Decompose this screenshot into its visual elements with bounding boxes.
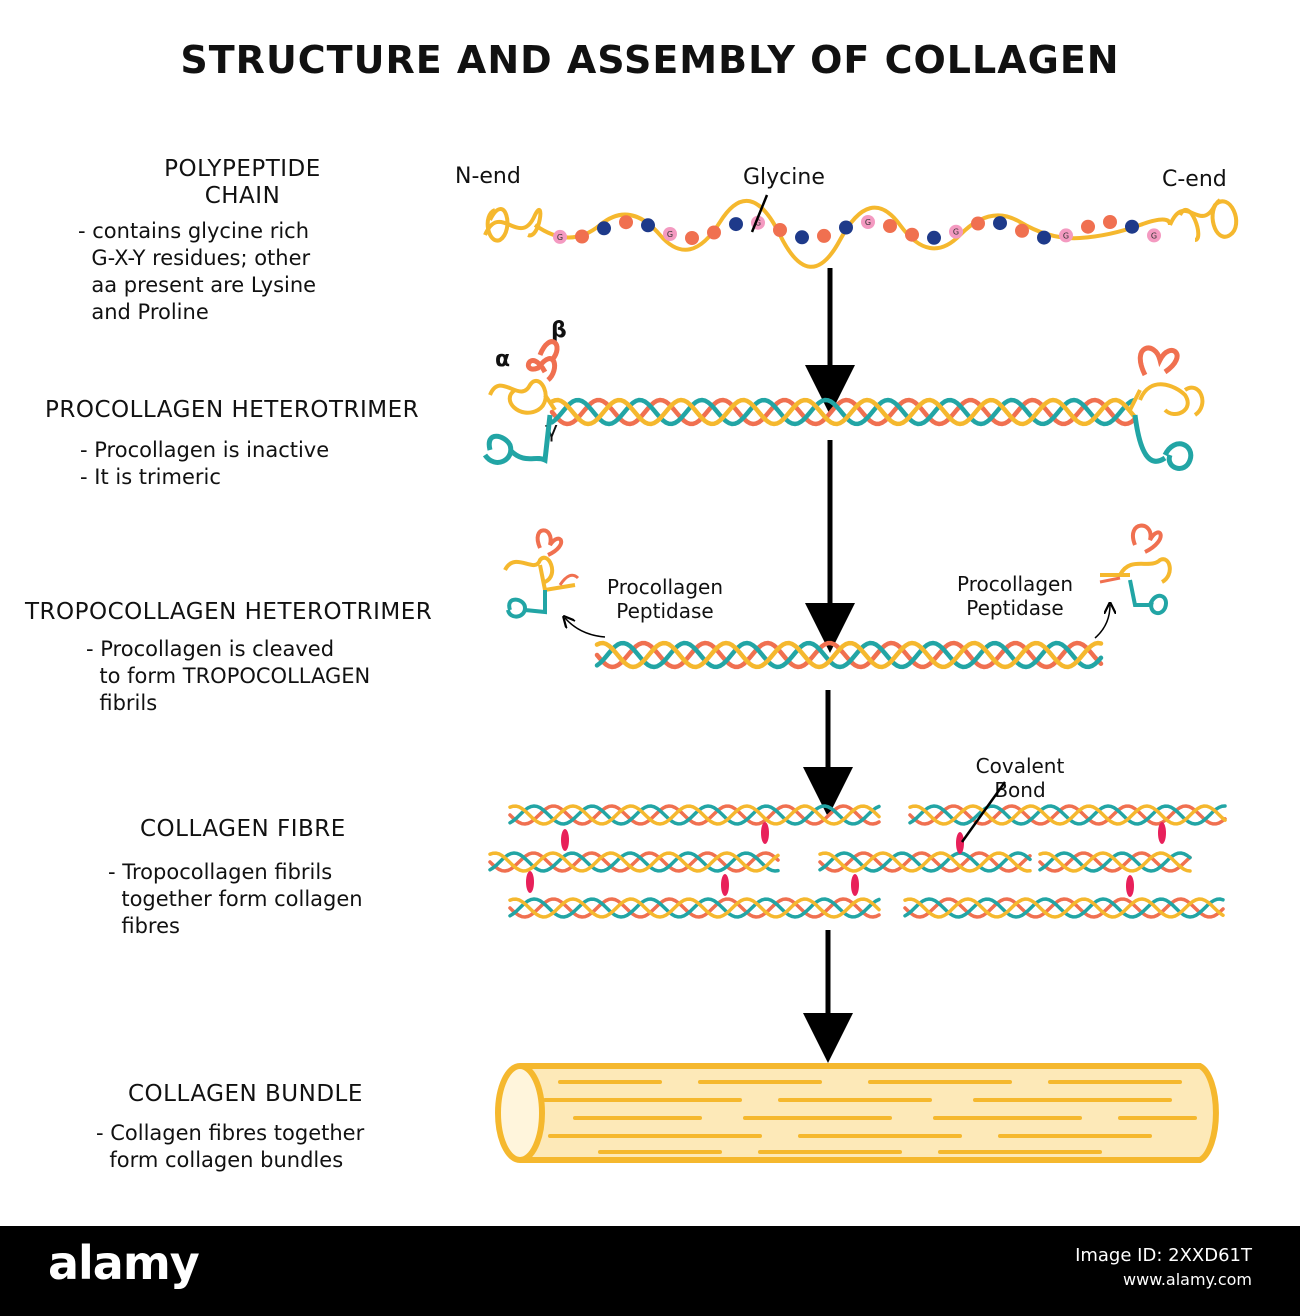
residue-bead — [817, 228, 831, 243]
residue-bead — [553, 229, 567, 244]
alpha-label: α — [495, 347, 511, 372]
collagen-diagram: G G G G G G G — [482, 194, 1239, 1163]
residue-bead — [1125, 219, 1139, 234]
residue-bead — [993, 216, 1007, 231]
covalent-bond — [1158, 822, 1166, 844]
tropocollagen-heterotrimer — [503, 523, 1172, 670]
residue-letter: G — [865, 218, 871, 227]
c-end-label: C-end — [1162, 167, 1227, 192]
residue-bead — [905, 227, 919, 242]
footer-info: Image ID: 2XXD61T www.alamy.com — [1075, 1244, 1252, 1292]
residue-bead — [597, 221, 611, 236]
stage-desc-procollagen: - Procollagen is inactive - It is trimer… — [80, 438, 330, 489]
covalent-bond — [1126, 875, 1134, 897]
residue-bead — [641, 218, 655, 233]
residue-bead — [883, 219, 897, 233]
helix-strand — [508, 897, 881, 919]
residue-letter: G — [1151, 231, 1157, 240]
helix-strand — [488, 851, 780, 873]
stage-heading-polypeptide: POLYPEPTIDE CHAIN — [164, 156, 321, 209]
helix-strand — [908, 804, 1227, 826]
residue-bead — [861, 215, 875, 229]
stage-desc-tropocollagen: - Procollagen is cleaved to form TROPOCO… — [86, 637, 371, 715]
stage-heading-tropocollagen: TROPOCOLLAGEN HETEROTRIMER — [25, 599, 433, 625]
helix-strand — [549, 397, 1137, 427]
stage-desc-fibre: - Tropocollagen fibrils together form co… — [108, 860, 363, 938]
stage-desc-polypeptide: - contains glycine rich G-X-Y residues; … — [78, 219, 317, 324]
brand-logo: alamy — [48, 1236, 200, 1290]
stage-heading-procollagen: PROCOLLAGEN HETEROTRIMER — [45, 397, 420, 423]
helix-strand — [818, 851, 1032, 873]
helix-strand — [1038, 851, 1192, 873]
residue-bead — [795, 230, 809, 245]
peptidase-left-label: Procollagen Peptidase — [606, 575, 723, 623]
covalent-bond-pointer — [960, 781, 1007, 843]
covalent-bond — [721, 874, 729, 896]
helix-strand — [508, 804, 881, 826]
covalent-bond-label: Covalent Bond — [975, 754, 1065, 802]
residue-letter: G — [953, 228, 959, 237]
stage-desc-bundle: - Collagen fibres together form collagen… — [96, 1121, 365, 1172]
residue-bead — [619, 215, 633, 230]
helix-strand — [488, 851, 780, 873]
covalent-bond — [561, 829, 569, 851]
helix-strand — [549, 397, 1137, 427]
residue-bead — [1103, 215, 1117, 229]
helix-strand — [903, 897, 1225, 919]
stage-heading-bundle: COLLAGEN BUNDLE — [128, 1081, 363, 1107]
footer-bar: alamy Image ID: 2XXD61T www.alamy.com — [0, 1226, 1300, 1316]
helix-strand — [508, 804, 881, 826]
residue-bead — [1059, 228, 1073, 243]
covalent-bond — [526, 871, 534, 893]
helix-strand — [818, 851, 1032, 873]
helix-strand — [488, 851, 780, 873]
glycine-pointer — [750, 194, 769, 233]
residue-bead — [1037, 230, 1051, 245]
residue-bead — [707, 225, 721, 240]
helix-strand — [508, 897, 881, 919]
stage-heading-fibre: COLLAGEN FIBRE — [140, 816, 346, 842]
polypeptide-chain: G G G G G G G — [483, 194, 1239, 269]
residue-letter: G — [557, 233, 563, 242]
covalent-bond — [761, 822, 769, 844]
helix-strand — [594, 640, 1104, 670]
image-id: Image ID: 2XXD61T — [1075, 1245, 1252, 1266]
collagen-fibre — [488, 781, 1227, 919]
peptidase-right-label: Procollagen Peptidase — [956, 572, 1073, 620]
residue-bead — [1147, 228, 1161, 243]
covalent-bond — [956, 832, 964, 854]
residue-bead — [971, 216, 985, 231]
site-url: www.alamy.com — [1123, 1270, 1252, 1289]
helix-strand — [1038, 851, 1192, 873]
residue-bead — [773, 223, 787, 237]
residue-bead — [685, 231, 699, 245]
residue-bead — [663, 227, 677, 241]
n-end-label: N-end — [455, 164, 521, 189]
diagram-title: STRUCTURE AND ASSEMBLY OF COLLAGEN — [180, 38, 1120, 82]
residue-bead — [729, 217, 743, 232]
helix-strand — [908, 804, 1227, 826]
collagen-bundle — [495, 1063, 1219, 1163]
residue-letter: G — [1063, 231, 1069, 240]
procollagen-heterotrimer — [482, 339, 1205, 471]
residue-bead — [1081, 219, 1095, 234]
residue-letter: G — [667, 230, 673, 239]
residue-bead — [575, 229, 589, 244]
residue-letter: G — [755, 219, 761, 228]
helix-strand — [508, 897, 881, 919]
residue-bead — [839, 220, 853, 235]
residue-bead — [1015, 223, 1029, 238]
beta-label: β — [551, 318, 567, 343]
covalent-bond — [851, 874, 859, 896]
residue-bead — [927, 230, 941, 245]
glycine-label: Glycine — [743, 165, 825, 190]
residue-bead — [949, 224, 963, 239]
helix-strand — [508, 804, 881, 826]
